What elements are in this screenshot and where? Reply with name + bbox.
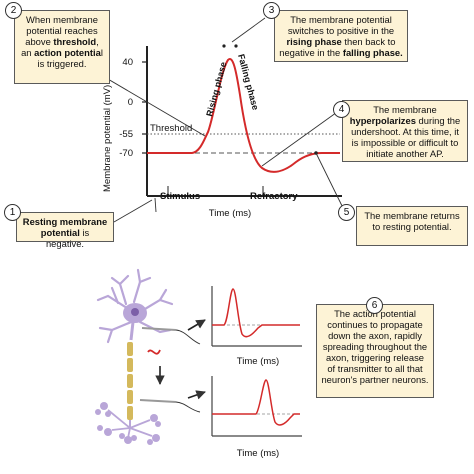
neuron-illustration xyxy=(95,268,206,445)
small-trace-bottom xyxy=(212,379,300,426)
callout-text-segment: Resting membrane potential xyxy=(22,216,108,238)
ytick-label: -55 xyxy=(119,129,133,140)
callout-5-return: The membrane returns to resting potentia… xyxy=(356,206,468,246)
callout-text-segment: The membrane xyxy=(373,104,437,115)
action-potential-trace xyxy=(147,58,340,173)
badge-5: 5 xyxy=(338,204,355,221)
callout-text-segment: The membrane potential switches to posit… xyxy=(287,14,395,36)
callout-text-segment: rising phase xyxy=(286,36,342,47)
small-graph-bottom: Time (ms) xyxy=(211,376,302,459)
callout-text-segment: l is triggered. xyxy=(37,47,103,69)
badge-1: 1 xyxy=(4,204,21,221)
callout-text-segment: is negative. xyxy=(45,227,90,249)
callout-text-segment: threshold xyxy=(53,36,97,47)
badge-3: 3 xyxy=(263,2,280,19)
stimulus-label: Stimulus xyxy=(160,191,200,202)
small-graph-top: Time (ms) xyxy=(211,286,302,367)
callout-text-segment: during the undershoot. At this time, it … xyxy=(351,115,461,159)
callout-text-segment: falling phase. xyxy=(342,47,403,58)
small-graph-bottom-xlabel: Time (ms) xyxy=(237,448,279,459)
y-axis-label: Membrane potential (mV) xyxy=(102,85,113,192)
refractory-label: Refractory xyxy=(250,191,298,202)
rising-phase-label: Rising phase xyxy=(204,61,228,118)
threshold-label: Threshold xyxy=(150,123,192,134)
badge-2: 2 xyxy=(5,2,22,19)
callout-text-segment: then back to negative in the xyxy=(279,36,396,58)
callout-text-segment: The membrane returns to resting potentia… xyxy=(364,210,460,232)
callout-1-resting: Resting membrane potential is negative. xyxy=(16,212,114,249)
callout-text-segment: action potentia xyxy=(34,47,101,58)
callout-text-segment: When membrane potential reaches above xyxy=(25,14,98,47)
badge-6: 6 xyxy=(366,297,383,314)
ytick-label: -70 xyxy=(119,148,133,159)
x-axis-label: Time (ms) xyxy=(209,208,251,219)
callout-3-phases: The membrane potential switches to posit… xyxy=(274,10,408,62)
callout-text-segment: hyperpolarizes xyxy=(349,115,416,126)
main-graph: 40 0 -55 -70 Membrane potential (mV) Tim… xyxy=(102,44,342,219)
callout-text-segment: The action potential continues to propag… xyxy=(321,308,429,385)
callout-2-threshold: When membrane potential reaches above th… xyxy=(14,10,110,84)
callout-text-segment: , an xyxy=(21,36,99,58)
ytick-label: 40 xyxy=(122,57,133,68)
badge-4: 4 xyxy=(333,101,350,118)
small-graph-top-xlabel: Time (ms) xyxy=(237,356,279,367)
callout-4-hyperpolarization: The membrane hyperpolarizes during the u… xyxy=(342,100,468,162)
falling-phase-label: Falling phase xyxy=(236,53,261,111)
small-trace-top xyxy=(212,288,300,338)
callout-6-propagation: The action potential continues to propag… xyxy=(316,304,434,398)
ytick-label: 0 xyxy=(128,97,133,108)
